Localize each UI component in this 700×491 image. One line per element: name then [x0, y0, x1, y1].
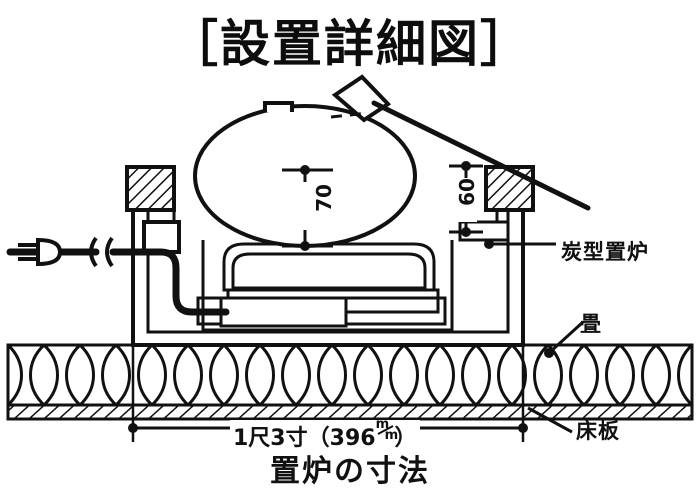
- cord-break-symbol: [89, 236, 114, 268]
- width-traditional-value: 1尺3寸: [233, 426, 308, 451]
- power-supply-assembly: [6, 220, 230, 316]
- leader-line-tatami: [544, 320, 585, 358]
- paren-close: ）: [394, 426, 417, 451]
- hatched-rim-block-left: [125, 165, 176, 212]
- tatami-mat-layer: [6, 343, 694, 407]
- page-title: ［設置詳細図］: [168, 14, 532, 73]
- label-floorboard: 床板: [576, 419, 620, 443]
- hatched-rim-block-right: [484, 165, 535, 212]
- dimension-rim-height: [449, 161, 483, 237]
- figure-caption: 置炉の寸法: [270, 454, 430, 489]
- heating-element: [222, 242, 436, 292]
- dimension-value-rim-height: 60: [455, 178, 479, 206]
- kettle-lid-tilted: [330, 74, 392, 123]
- leader-line-hearth: [484, 239, 556, 249]
- dimension-value-kettle-height: 70: [312, 184, 336, 212]
- floorboard-hatched-layer: [6, 403, 694, 421]
- kettle-lid-knob: [263, 101, 294, 112]
- width-metric-value: 396: [329, 426, 376, 451]
- label-tatami: 畳: [580, 312, 602, 336]
- paren-open: （: [307, 426, 330, 451]
- junction-box: [142, 220, 181, 254]
- label-hearth: 炭型置炉: [561, 240, 649, 264]
- power-plug: [18, 237, 63, 267]
- mm-unit-bottom: m: [384, 428, 399, 443]
- dimension-kettle-height: [282, 165, 333, 251]
- floor-assembly: [6, 343, 694, 421]
- kettle-bail-handle: [371, 100, 591, 211]
- kettle-ellipse: [193, 74, 591, 248]
- leader-line-floorboard: [527, 406, 573, 434]
